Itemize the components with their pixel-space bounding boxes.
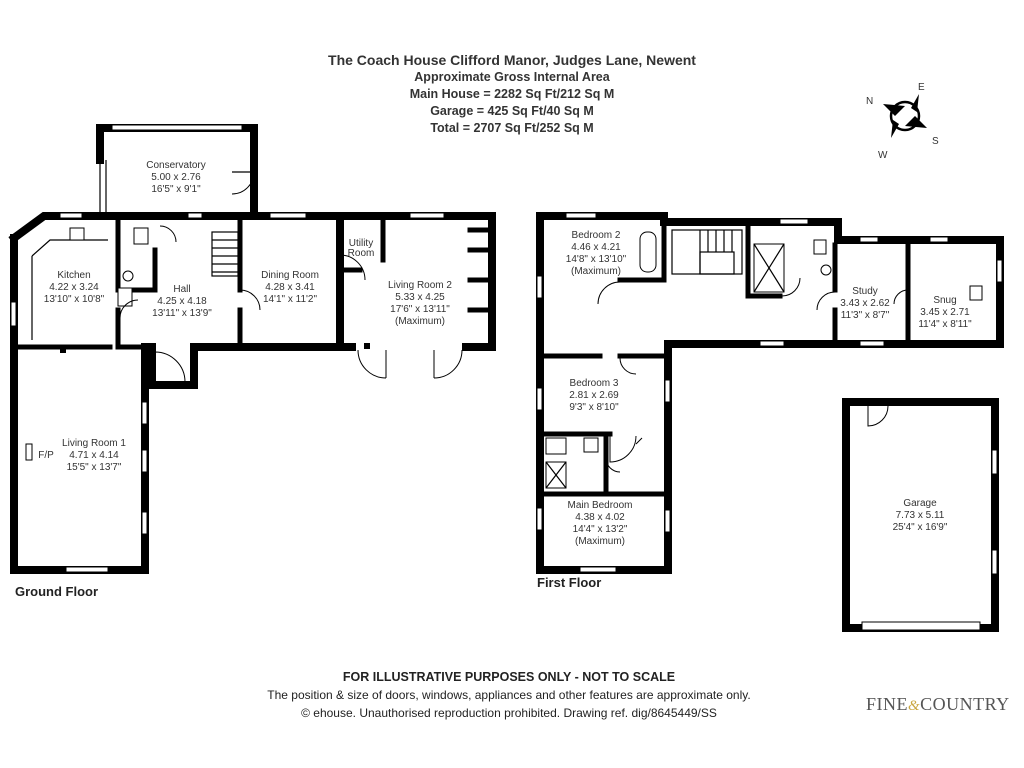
fireplace-label: F/P (38, 450, 54, 461)
svg-text:Kitchen: Kitchen (57, 270, 90, 281)
room-label-hall: Hall 4.25 x 4.18 13'11" x 13'9" (152, 284, 212, 319)
room-label-bedroom-2: Bedroom 2 4.46 x 4.21 14'8" x 13'10" (Ma… (566, 230, 627, 277)
svg-text:Snug: Snug (933, 295, 956, 306)
plan-title: The Coach House Clifford Manor, Judges L… (328, 52, 696, 68)
svg-text:4.46 x 4.21: 4.46 x 4.21 (571, 242, 621, 253)
room-labels: Conservatory 5.00 x 2.76 16'5" x 9'1" Ki… (38, 160, 972, 547)
compass-n: N (866, 96, 873, 107)
svg-text:4.71 x 4.14: 4.71 x 4.14 (69, 450, 119, 461)
first-floor-plan (536, 212, 1004, 574)
svg-text:4.25 x 4.18: 4.25 x 4.18 (157, 296, 207, 307)
svg-text:(Maximum): (Maximum) (575, 536, 625, 547)
svg-text:Conservatory: Conservatory (146, 160, 205, 171)
svg-text:Dining Room: Dining Room (261, 270, 319, 281)
first-floor-label: First Floor (537, 575, 602, 590)
svg-text:(Maximum): (Maximum) (571, 266, 621, 277)
svg-text:25'4" x 16'9": 25'4" x 16'9" (893, 522, 948, 533)
room-label-garage: Garage 7.73 x 5.11 25'4" x 16'9" (893, 498, 948, 533)
svg-text:3.45 x 2.71: 3.45 x 2.71 (920, 307, 970, 318)
garage-plan (842, 398, 999, 632)
svg-text:Bedroom 2: Bedroom 2 (572, 230, 621, 241)
room-label-conservatory: Conservatory 5.00 x 2.76 16'5" x 9'1" (146, 160, 205, 195)
svg-text:Bedroom 3: Bedroom 3 (570, 378, 619, 389)
compass-icon (883, 94, 927, 138)
svg-text:14'4" x 13'2": 14'4" x 13'2" (573, 524, 628, 535)
svg-text:5.33 x 4.25: 5.33 x 4.25 (395, 292, 445, 303)
room-label-utility: Utility Room (348, 238, 375, 259)
svg-text:7.73 x 5.11: 7.73 x 5.11 (896, 510, 945, 521)
ground-stairs (211, 231, 239, 277)
svg-text:9'3" x 8'10": 9'3" x 8'10" (569, 402, 619, 413)
svg-text:13'10" x 10'8": 13'10" x 10'8" (44, 294, 105, 305)
copyright-note: © ehouse. Unauthorised reproduction proh… (301, 706, 717, 720)
svg-text:14'1" x 11'2": 14'1" x 11'2" (263, 294, 318, 305)
room-label-study: Study 3.43 x 2.62 11'3" x 8'7" (840, 286, 890, 321)
room-label-living-room-2: Living Room 2 5.33 x 4.25 17'6" x 13'11"… (388, 280, 452, 327)
main-house-area: Main House = 2282 Sq Ft/212 Sq M (409, 87, 615, 101)
svg-text:11'4" x 8'11": 11'4" x 8'11" (918, 319, 972, 330)
svg-text:3.43 x 2.62: 3.43 x 2.62 (840, 298, 890, 309)
brand-logo: FINE&COUNTRY (866, 694, 1010, 714)
room-label-dining: Dining Room 4.28 x 3.41 14'1" x 11'2" (261, 270, 319, 305)
svg-text:(Maximum): (Maximum) (395, 316, 445, 327)
svg-text:17'6" x 13'11": 17'6" x 13'11" (390, 304, 450, 315)
compass-e: E (918, 82, 925, 93)
svg-text:11'3" x 8'7": 11'3" x 8'7" (841, 310, 890, 321)
svg-text:Utility: Utility (349, 238, 373, 249)
disclaimer: FOR ILLUSTRATIVE PURPOSES ONLY - NOT TO … (342, 670, 676, 684)
svg-text:Living Room 2: Living Room 2 (388, 280, 452, 291)
svg-text:4.22 x 3.24: 4.22 x 3.24 (49, 282, 99, 293)
svg-text:2.81 x 2.69: 2.81 x 2.69 (569, 390, 619, 401)
compass-w: W (878, 150, 888, 161)
svg-text:Living Room 1: Living Room 1 (62, 438, 126, 449)
room-label-snug: Snug 3.45 x 2.71 11'4" x 8'11" (918, 295, 972, 330)
svg-text:4.38 x 4.02: 4.38 x 4.02 (575, 512, 625, 523)
svg-text:Main Bedroom: Main Bedroom (567, 500, 632, 511)
svg-text:15'5" x 13'7": 15'5" x 13'7" (67, 462, 122, 473)
first-stairs (671, 229, 743, 275)
svg-text:Study: Study (852, 286, 878, 297)
svg-text:13'11" x 13'9": 13'11" x 13'9" (152, 308, 212, 319)
disclaimer-note: The position & size of doors, windows, a… (267, 688, 751, 702)
svg-text:14'8" x 13'10": 14'8" x 13'10" (566, 254, 627, 265)
svg-text:4.28 x 3.41: 4.28 x 3.41 (265, 282, 315, 293)
svg-text:Room: Room (348, 248, 375, 259)
compass-s: S (932, 136, 939, 147)
area-heading: Approximate Gross Internal Area (414, 70, 610, 84)
garage-area: Garage = 425 Sq Ft/40 Sq M (430, 104, 594, 118)
svg-text:Hall: Hall (173, 284, 190, 295)
room-label-living-room-1: Living Room 1 4.71 x 4.14 15'5" x 13'7" (62, 438, 126, 473)
room-label-bedroom-3: Bedroom 3 2.81 x 2.69 9'3" x 8'10" (569, 378, 619, 413)
room-label-main-bedroom: Main Bedroom 4.38 x 4.02 14'4" x 13'2" (… (567, 500, 632, 547)
svg-text:16'5" x 9'1": 16'5" x 9'1" (151, 184, 201, 195)
svg-text:Garage: Garage (903, 498, 937, 509)
total-area: Total = 2707 Sq Ft/252 Sq M (430, 121, 594, 135)
room-label-kitchen: Kitchen 4.22 x 3.24 13'10" x 10'8" (44, 270, 105, 305)
svg-text:5.00 x 2.76: 5.00 x 2.76 (151, 172, 201, 183)
ground-floor-label: Ground Floor (15, 584, 99, 599)
ground-floor-plan (8, 124, 496, 574)
